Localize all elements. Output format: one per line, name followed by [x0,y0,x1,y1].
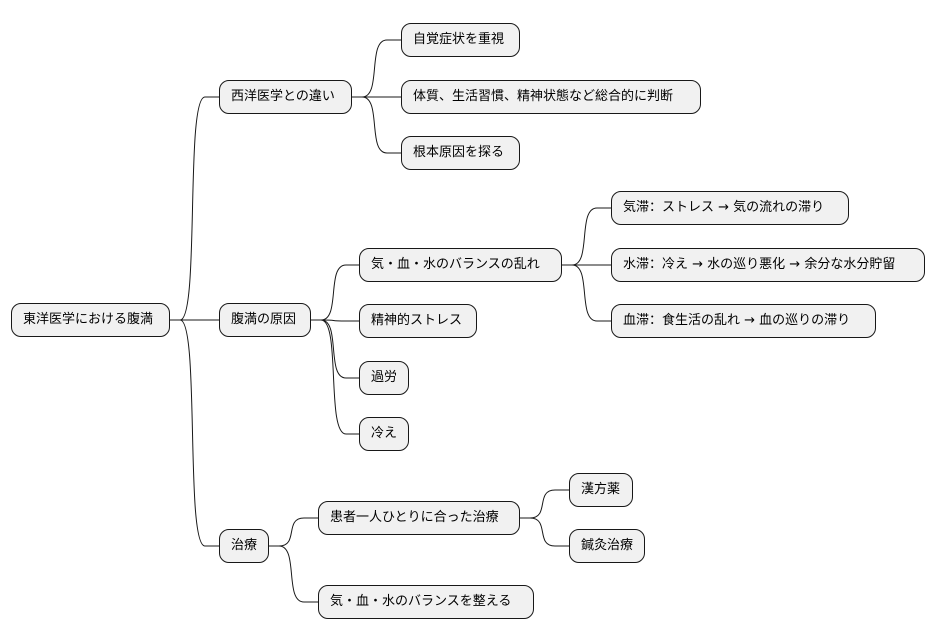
branch-node-causes: 腹満の原因 [219,303,311,337]
sub-node-individual-treatment: 患者一人ひとりに合った治療 [318,501,520,535]
leaf-node: 気・血・水のバランスを整える [318,585,534,619]
connector-line [352,39,401,98]
connector-line [520,517,569,547]
leaf-node: 冷え [359,417,409,451]
leaf-node: 鍼灸治療 [569,529,645,563]
connector-line [562,207,611,266]
leaf-node: 精神的ストレス [359,304,477,338]
branch-node-treatment: 治療 [219,529,269,563]
connector-line [311,319,359,379]
connector-line [269,517,318,547]
connector-line [520,489,569,519]
branch-node-western-medicine: 西洋医学との違い [219,80,352,114]
leaf-node: 根本原因を探る [401,136,520,170]
leaf-node: 血滞：食生活の乱れ → 血の巡りの滞り [611,304,876,338]
connector-line [352,96,401,154]
connector-line [311,319,359,435]
root-node: 東洋医学における腹満 [11,303,170,337]
leaf-node: 自覚症状を重視 [401,23,520,57]
leaf-node: 体質、生活習慣、精神状態など総合的に判断 [401,80,701,114]
connector-line [170,96,219,321]
leaf-node: 水滞：冷え → 水の巡り悪化 → 余分な水分貯留 [611,248,925,282]
leaf-node: 過労 [359,361,409,395]
connector-line [562,264,611,322]
sub-node-balance: 気・血・水のバランスの乱れ [359,248,562,282]
connector-line [311,264,359,321]
leaf-node: 漢方薬 [569,473,633,507]
leaf-node: 気滞：ストレス → 気の流れの滞り [611,191,849,225]
connector-line [269,545,318,603]
connector-line [170,319,219,547]
